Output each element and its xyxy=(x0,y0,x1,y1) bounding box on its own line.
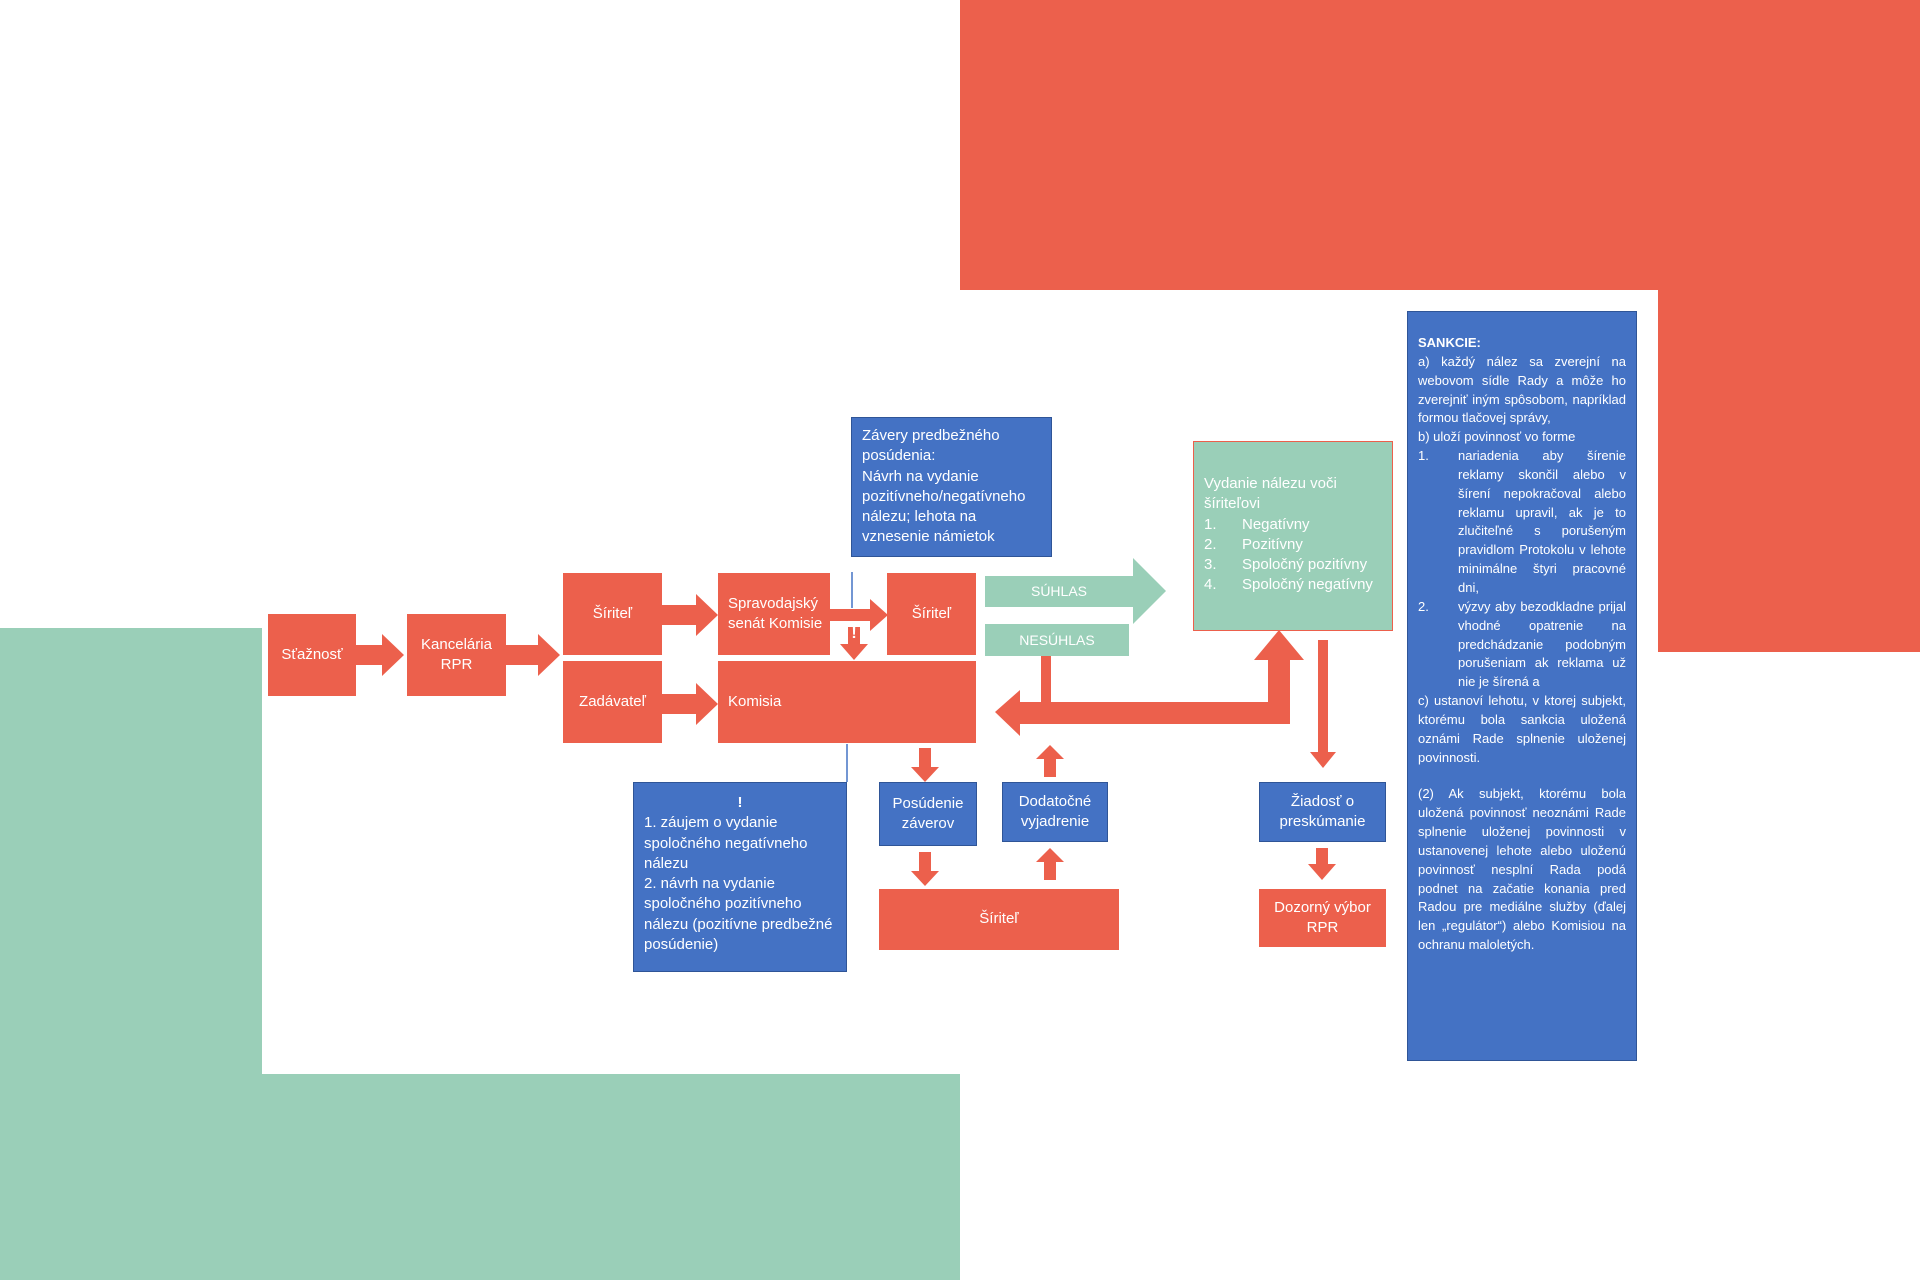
arrow-vydanie-ziadost xyxy=(1310,640,1336,768)
arrow-siritel-senat xyxy=(662,594,718,636)
connector-nesuhlas-down xyxy=(1041,656,1051,702)
warning-mark: ! xyxy=(851,625,857,643)
background-green-block xyxy=(0,628,262,1280)
background-red-block xyxy=(960,0,1920,290)
zavery-predbezneho-posudenia: Závery predbežného posúdenia: Návrh na v… xyxy=(851,417,1052,557)
node-ziadost-o-preskumanie: Žiadosť o preskúmanie xyxy=(1259,782,1386,842)
sankcie-c: c) ustanoví lehotu, v ktorej subjekt, kt… xyxy=(1418,693,1626,765)
vydanie-item: 4.Spoločný negatívny xyxy=(1204,576,1373,594)
vydanie-item: 2.Pozitívny xyxy=(1204,535,1303,553)
node-siritel-2: Šíriteľ xyxy=(887,573,976,655)
sankcie-panel: SANKCIE: a) každý nález sa zverejní na w… xyxy=(1407,311,1637,1061)
arrow-suhlas xyxy=(985,558,1166,624)
arrow-staznost-kancelaria xyxy=(356,634,404,676)
node-posudenie-zaverov: Posúdenie záverov xyxy=(879,782,977,846)
suhlas-label: SÚHLAS xyxy=(1030,583,1088,600)
sankcie-b: b) uloží povinnosť vo forme xyxy=(1418,429,1576,445)
node-siritel-1: Šíriteľ xyxy=(563,573,662,655)
arrow-dodatocne-komisia xyxy=(1036,745,1064,777)
note-text: 1. záujem o vydanie spoločného negatívne… xyxy=(644,814,833,953)
node-dozorny-vybor: Dozorný výbor RPR xyxy=(1259,889,1386,947)
arrow-senat-siritel xyxy=(830,599,888,631)
vydanie-title: Vydanie nálezu voči šíriteľovi xyxy=(1204,475,1337,513)
arrow-senat-komisia-down xyxy=(840,627,868,660)
node-posudenie-label: Posúdenie záverov xyxy=(892,794,964,832)
node-kancelaria-rpr: Kancelária RPR xyxy=(407,614,506,696)
arrow-siritel-dodatocne xyxy=(1036,848,1064,880)
node-spravodajsky-senat: Spravodajský senát Komisie xyxy=(718,573,830,655)
node-dozorny-label: Dozorný výbor RPR xyxy=(1274,898,1371,936)
arrow-posudenie-siritel xyxy=(911,852,939,886)
node-senat-label: Spravodajský senát Komisie xyxy=(728,594,823,632)
vydanie-item: 3.Spoločný pozitívny xyxy=(1204,556,1368,573)
arrow-kancelaria-split xyxy=(506,634,560,676)
sankcie-p2: (2) Ak subjekt, ktorému bola uložená pov… xyxy=(1418,786,1626,953)
arrow-loop-vydanie-komisia xyxy=(995,630,1304,736)
arrow-zadavatel-komisia xyxy=(662,683,718,725)
node-ziadost-label: Žiadosť o preskúmanie xyxy=(1279,792,1366,830)
background-green-block-lower xyxy=(262,1074,960,1280)
node-staznost: Sťažnosť xyxy=(268,614,356,696)
node-dodatocne-label: Dodatočné vyjadrenie xyxy=(1018,792,1092,830)
note-spolocny-nalez: ! 1. záujem o vydanie spoločného negatív… xyxy=(633,782,847,972)
arrow-komisia-posudenie xyxy=(911,748,939,782)
note-title: ! xyxy=(737,794,743,811)
background-red-block-lower xyxy=(1658,290,1920,652)
vydanie-item: 1.Negatívny xyxy=(1204,515,1310,533)
node-kancelaria-label: Kancelária RPR xyxy=(421,635,492,673)
sankcie-a: a) každý nález sa zverejní na webovom sí… xyxy=(1418,353,1626,426)
node-komisia: Komisia xyxy=(718,661,976,743)
vydanie-list: 1.Negatívny 2.Pozitívny 3.Spoločný pozit… xyxy=(1204,515,1382,596)
sankcie-b-item: 1.nariadenia aby šírenie reklamy skončil… xyxy=(1418,448,1626,595)
sankcie-b-item: 2.výzvy aby bezodkladne prijal vhodné op… xyxy=(1418,598,1626,690)
node-siritel-3: Šíriteľ xyxy=(879,889,1119,950)
arrow-ziadost-dozorny xyxy=(1308,848,1336,880)
node-dodatocne-vyjadrenie: Dodatočné vyjadrenie xyxy=(1002,782,1108,842)
sankcie-title: SANKCIE: xyxy=(1418,335,1481,350)
vydanie-nalezu-box: Vydanie nálezu voči šíriteľovi 1.Negatív… xyxy=(1193,441,1393,631)
nesuhlas-box: NESÚHLAS xyxy=(985,624,1129,656)
node-zadavatel: Zadávateľ xyxy=(563,661,662,743)
